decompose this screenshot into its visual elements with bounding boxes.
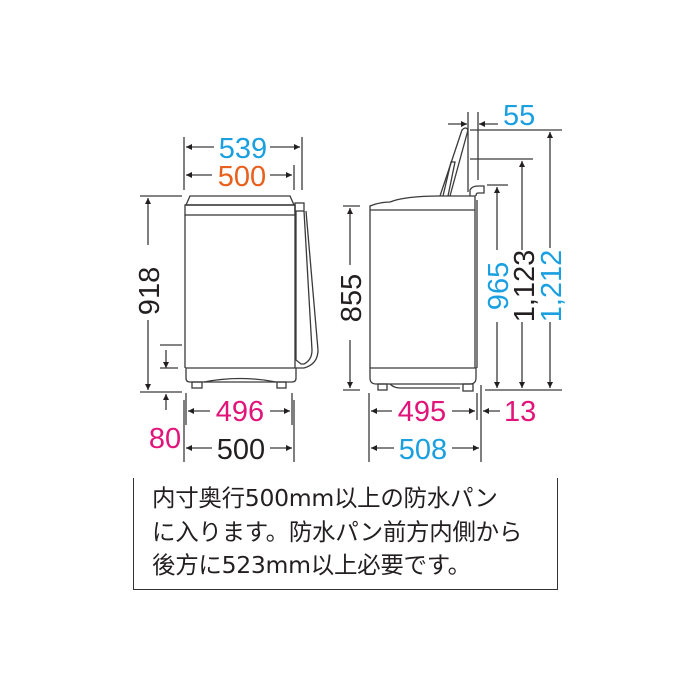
dim-lid-open-inner: 1,123	[509, 250, 541, 323]
installation-note: 内寸奥行500mm以上の防水パン に入ります。防水パン前方内側から 後方に523…	[133, 478, 558, 590]
side-washer-body	[369, 127, 485, 392]
dim-front-height: 918	[134, 267, 166, 315]
dim-overall-depth: 508	[399, 434, 447, 466]
dim-front-base-width: 500	[217, 434, 265, 466]
dim-front-body-width: 500	[218, 161, 266, 193]
dim-body-height: 855	[336, 274, 368, 322]
note-line: 後方に523mm以上必要です。	[152, 551, 471, 579]
dim-front-overall-width: 539	[219, 133, 267, 165]
dim-rear-offset: 13	[504, 396, 536, 428]
note-line: に入ります。防水パン前方内側から	[152, 517, 523, 546]
dim-hose-height: 965	[483, 262, 515, 310]
side-view	[343, 112, 562, 462]
note-line: 内寸奥行500mm以上の防水パン	[152, 484, 498, 512]
dim-lid-offset: 55	[503, 100, 535, 132]
front-view	[140, 137, 319, 462]
dim-base-clearance: 80	[149, 423, 181, 455]
dim-front-foot-span: 496	[216, 396, 264, 428]
front-washer-body	[184, 195, 319, 389]
dim-lid-open-total: 1,212	[536, 250, 568, 323]
dim-side-foot-span: 495	[398, 396, 446, 428]
